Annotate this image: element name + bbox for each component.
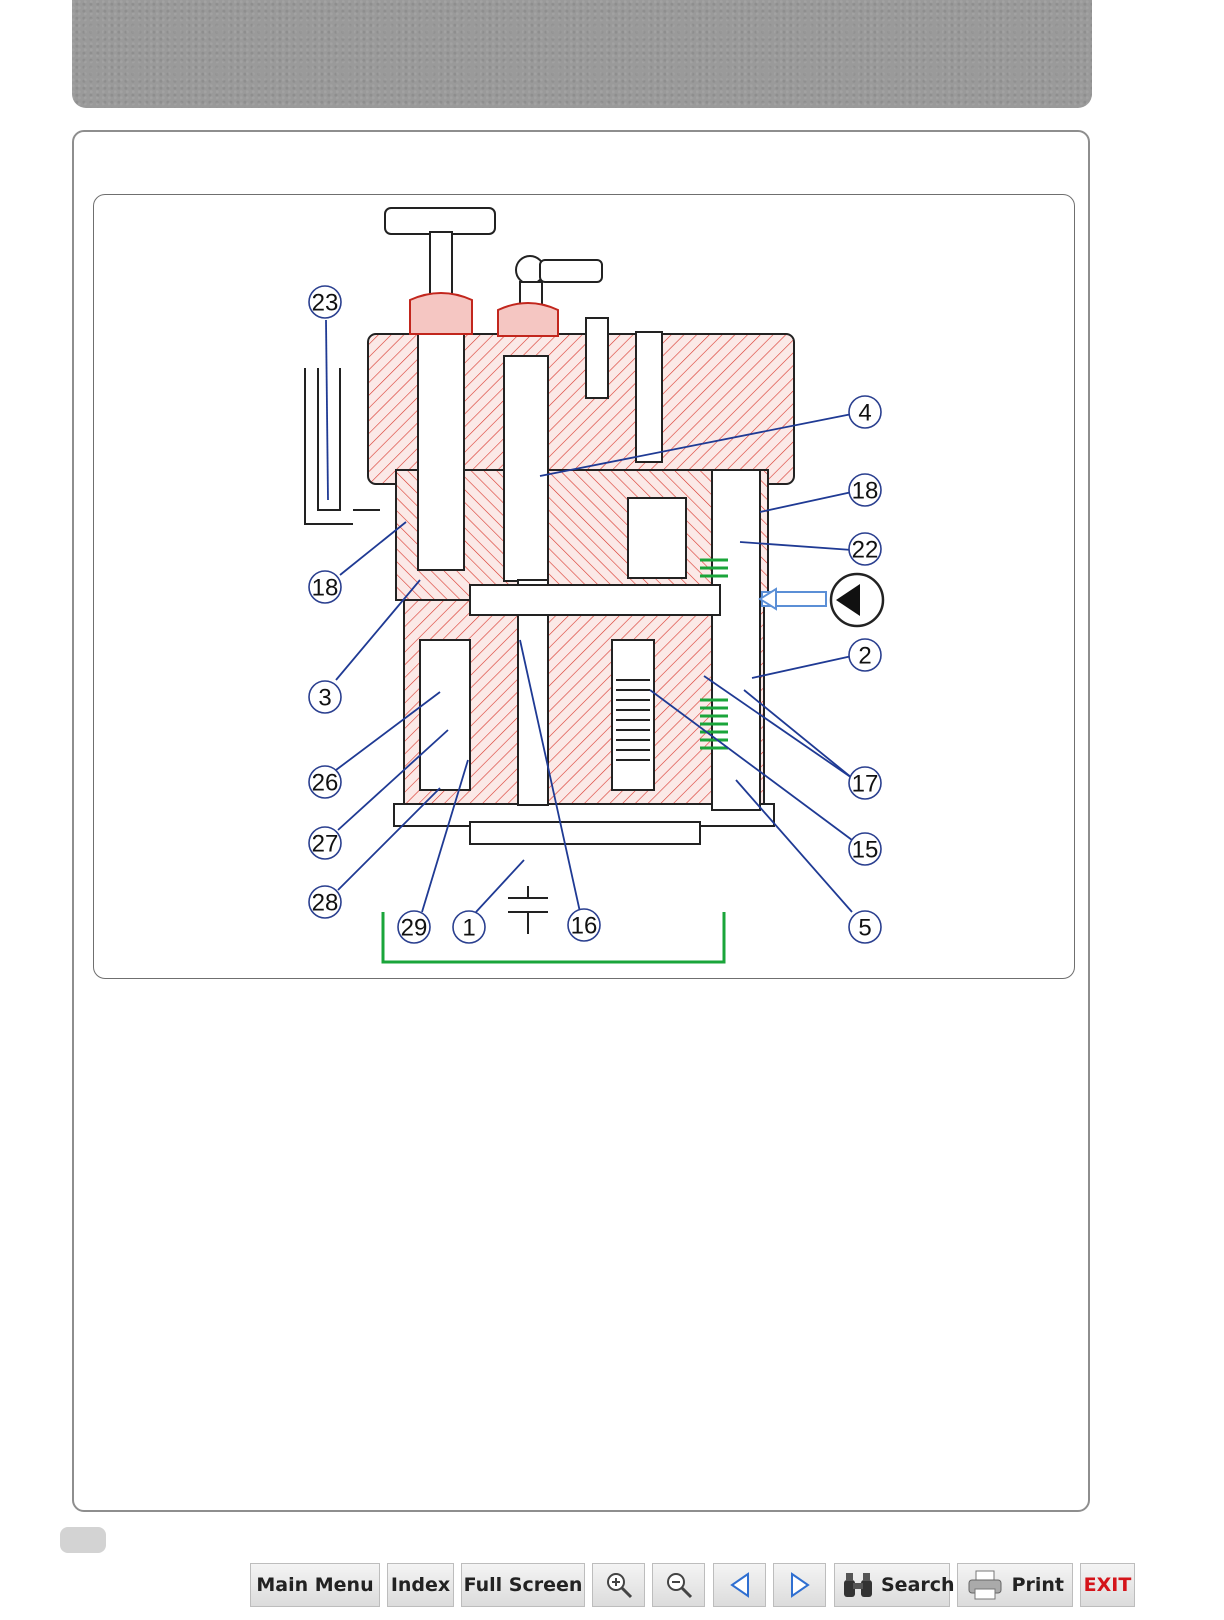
navigation-toolbar: Main Menu Index Full Screen Search Print… bbox=[0, 1563, 1224, 1609]
callout-23: 23 bbox=[309, 286, 341, 318]
printer-icon bbox=[966, 1569, 1004, 1601]
callout-2: 2 bbox=[849, 639, 881, 671]
next-page-icon bbox=[788, 1571, 812, 1599]
svg-text:3: 3 bbox=[318, 685, 331, 712]
handles bbox=[385, 208, 602, 336]
callout-17: 17 bbox=[849, 767, 881, 799]
svg-text:4: 4 bbox=[858, 400, 871, 427]
search-button[interactable]: Search bbox=[834, 1563, 950, 1607]
callout-26: 26 bbox=[309, 766, 341, 798]
drain-tray bbox=[383, 912, 724, 962]
callout-28: 28 bbox=[309, 886, 341, 918]
callout-18-right: 18 bbox=[849, 474, 881, 506]
svg-text:29: 29 bbox=[401, 915, 428, 942]
svg-text:1: 1 bbox=[462, 915, 475, 942]
zoom-out-icon bbox=[664, 1570, 694, 1600]
zoom-out-button[interactable] bbox=[652, 1563, 705, 1607]
print-button[interactable]: Print bbox=[957, 1563, 1073, 1607]
svg-text:26: 26 bbox=[312, 770, 339, 797]
svg-text:5: 5 bbox=[858, 915, 871, 942]
callout-16: 16 bbox=[568, 909, 600, 941]
svg-text:18: 18 bbox=[312, 575, 339, 602]
search-label: Search bbox=[881, 1574, 955, 1596]
page-tab[interactable] bbox=[60, 1527, 106, 1553]
callout-29: 29 bbox=[398, 911, 430, 943]
print-label: Print bbox=[1012, 1574, 1064, 1596]
svg-text:2: 2 bbox=[858, 643, 871, 670]
callout-27: 27 bbox=[309, 827, 341, 859]
svg-text:15: 15 bbox=[852, 837, 879, 864]
svg-text:22: 22 bbox=[852, 537, 879, 564]
callout-18-left: 18 bbox=[309, 571, 341, 603]
svg-text:18: 18 bbox=[852, 478, 879, 505]
callout-5: 5 bbox=[849, 911, 881, 943]
callout-1: 1 bbox=[453, 911, 485, 943]
svg-text:27: 27 bbox=[312, 831, 339, 858]
callout-22: 22 bbox=[849, 533, 881, 565]
exit-button[interactable]: EXIT bbox=[1080, 1563, 1135, 1607]
main-menu-button[interactable]: Main Menu bbox=[250, 1563, 380, 1607]
full-screen-button[interactable]: Full Screen bbox=[461, 1563, 585, 1607]
index-button[interactable]: Index bbox=[387, 1563, 454, 1607]
previous-page-button[interactable] bbox=[713, 1563, 766, 1607]
next-page-button[interactable] bbox=[773, 1563, 826, 1607]
svg-text:17: 17 bbox=[852, 771, 879, 798]
previous-page-icon bbox=[728, 1571, 752, 1599]
binoculars-icon bbox=[841, 1570, 875, 1600]
svg-text:28: 28 bbox=[312, 890, 339, 917]
callout-4: 4 bbox=[849, 396, 881, 428]
callout-15: 15 bbox=[849, 833, 881, 865]
capacitor-symbol bbox=[508, 886, 548, 934]
svg-text:23: 23 bbox=[312, 290, 339, 317]
callout-3: 3 bbox=[309, 681, 341, 713]
svg-text:16: 16 bbox=[571, 913, 598, 940]
zoom-in-button[interactable] bbox=[592, 1563, 645, 1607]
inlet-arrow bbox=[760, 574, 883, 626]
zoom-in-icon bbox=[604, 1570, 634, 1600]
